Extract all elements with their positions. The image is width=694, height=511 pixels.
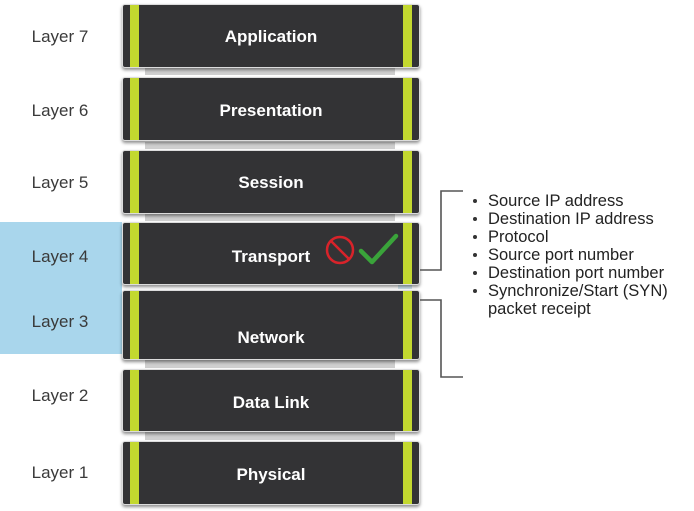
criteria-item: Destination IP address	[472, 210, 668, 228]
criteria-item: Source port number	[472, 246, 668, 264]
connector-2-1	[145, 432, 395, 440]
layer-1-right-stripe	[403, 442, 412, 504]
connector-6-5	[145, 142, 395, 149]
criteria-item: Synchronize/Start (SYN) packet receipt	[472, 282, 668, 318]
layer-4-highlight	[0, 222, 122, 288]
criteria-item-text: Protocol	[488, 228, 549, 246]
layer-4-left-stripe	[130, 223, 139, 284]
layer-1-box: Physical	[122, 441, 420, 505]
connector-3-2	[145, 360, 395, 368]
layer-3-left-stripe	[130, 291, 139, 359]
connector-5-4	[145, 214, 395, 221]
layer-4-right-stripe	[403, 223, 412, 284]
criteria-item-text: Source port number	[488, 246, 634, 264]
packet-filter-criteria-list: Source IP address Destination IP address…	[472, 192, 668, 318]
layer-6-left-stripe	[130, 78, 139, 140]
criteria-item-text: Destination IP address	[488, 210, 654, 228]
criteria-item: Source IP address	[472, 192, 668, 210]
layer-1-label: Layer 1	[31, 463, 89, 482]
layer-3-highlight	[0, 288, 122, 354]
layer-3-label: Layer 3	[31, 312, 89, 331]
layer-4-name: Transport	[231, 247, 311, 266]
layer-6-box: Presentation	[122, 77, 420, 141]
layer-3-box: Network	[122, 290, 420, 360]
layer-2-name: Data Link	[232, 393, 310, 412]
criteria-item: Destination port number	[472, 264, 668, 282]
layer-4-box: Transport	[122, 222, 420, 285]
checkmark-icon	[358, 233, 399, 265]
layer-7-right-stripe	[403, 5, 412, 67]
layer-6-name: Presentation	[219, 101, 323, 120]
layer-7-label: Layer 7	[31, 27, 89, 46]
layer-5-name: Session	[238, 173, 304, 192]
layer-6-right-stripe	[403, 78, 412, 140]
layer-3-name: Network	[237, 328, 305, 347]
layer-6-label: Layer 6	[31, 101, 89, 120]
criteria-item-text: Synchronize/Start (SYN)	[488, 282, 668, 300]
layer-1-left-stripe	[130, 442, 139, 504]
layer-5-box: Session	[122, 150, 420, 214]
layer-7-box: Application	[122, 4, 420, 68]
layer-3-right-stripe	[403, 291, 412, 359]
layer-2-label: Layer 2	[31, 386, 89, 405]
layer-2-box: Data Link	[122, 369, 420, 432]
connector-7-6	[145, 68, 395, 75]
layer-1-name: Physical	[236, 465, 306, 484]
layer-7-left-stripe	[130, 5, 139, 67]
layer-4-label: Layer 4	[31, 247, 89, 266]
criteria-item-text: Destination port number	[488, 264, 665, 282]
prohibited-icon	[325, 235, 355, 265]
criteria-item-continuation: packet receipt	[488, 300, 591, 318]
layer-5-label: Layer 5	[31, 173, 89, 192]
layer-5-left-stripe	[130, 151, 139, 213]
connector-4-3	[398, 283, 412, 289]
criteria-item: Protocol	[472, 228, 668, 246]
layer-5-right-stripe	[403, 151, 412, 213]
layer-2-left-stripe	[130, 370, 139, 431]
layer-2-right-stripe	[403, 370, 412, 431]
layer-7-name: Application	[224, 27, 318, 46]
criteria-item-text: Source IP address	[488, 192, 624, 210]
